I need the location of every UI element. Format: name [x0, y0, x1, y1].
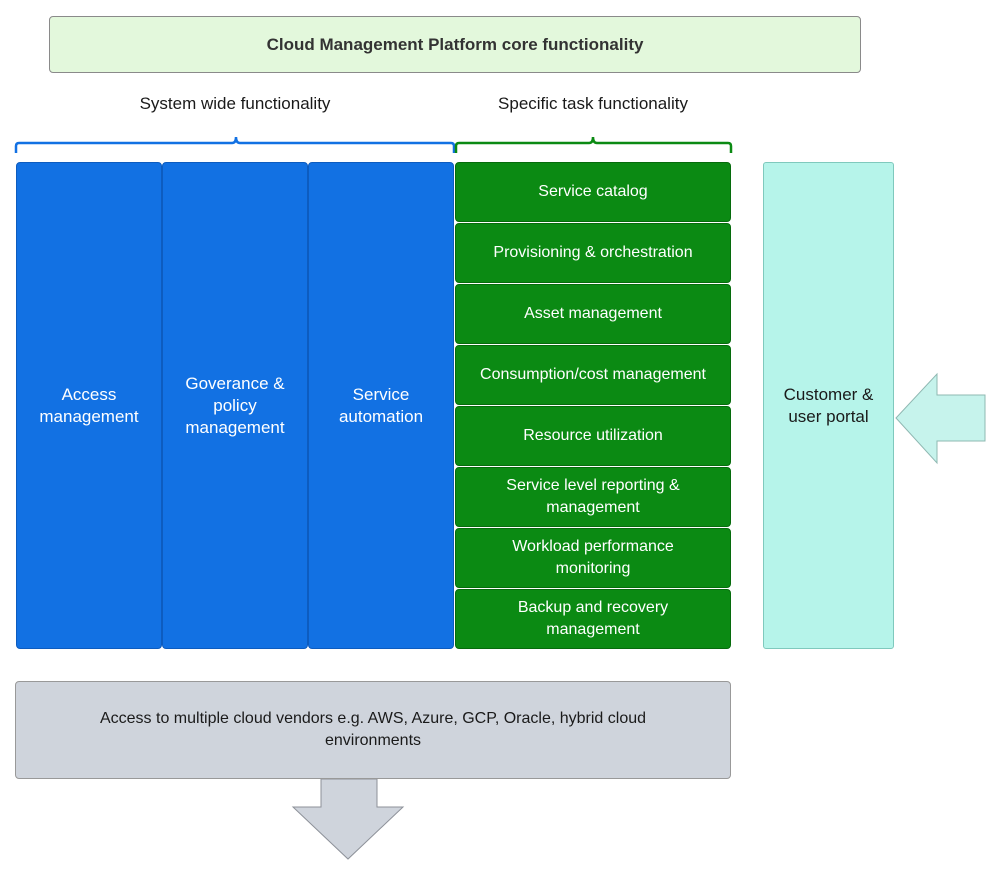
- asset-management-cell: Asset management: [455, 284, 731, 344]
- access-management-column: Access management: [16, 162, 162, 649]
- customer-portal-box: Customer & user portal: [763, 162, 894, 649]
- backup-recovery-cell: Backup and recovery management: [455, 589, 731, 649]
- service-automation-column: Service automation: [308, 162, 454, 649]
- resource-utilization-cell: Resource utilization: [455, 406, 731, 466]
- platform-title: Cloud Management Platform core functiona…: [266, 34, 644, 54]
- system-wide-brace: [14, 136, 456, 153]
- vendors-down-arrow-icon: [291, 778, 405, 860]
- access-management-label: Access management: [39, 384, 139, 426]
- specific-task-brace: [454, 136, 733, 153]
- service-catalog-cell: Service catalog: [455, 162, 731, 222]
- provisioning-orchestration-label: Provisioning & orchestration: [493, 244, 693, 261]
- consumption-cost-cell: Consumption/cost management: [455, 345, 731, 405]
- cloud-vendors-box: Access to multiple cloud vendors e.g. AW…: [15, 681, 731, 779]
- asset-management-label: Asset management: [524, 305, 662, 322]
- provisioning-orchestration-cell: Provisioning & orchestration: [455, 223, 731, 283]
- service-level-reporting-cell: Service level reporting & management: [455, 467, 731, 527]
- system-wide-label: System wide functionality: [139, 94, 331, 113]
- consumption-cost-label: Consumption/cost management: [480, 366, 706, 383]
- resource-utilization-label: Resource utilization: [523, 427, 663, 444]
- portal-input-arrow-icon: [895, 372, 986, 465]
- workload-performance-label: Workload performance monitoring: [512, 538, 674, 577]
- governance-policy-label: Goverance & policy management: [185, 373, 285, 437]
- customer-portal-label: Customer & user portal: [783, 384, 874, 426]
- backup-recovery-label: Backup and recovery management: [517, 599, 669, 638]
- specific-task-label: Specific task functionality: [498, 94, 688, 113]
- cloud-vendors-label: Access to multiple cloud vendors e.g. AW…: [99, 710, 647, 749]
- workload-performance-cell: Workload performance monitoring: [455, 528, 731, 588]
- platform-title-box: Cloud Management Platform core functiona…: [49, 16, 861, 73]
- service-level-reporting-label: Service level reporting & management: [506, 477, 680, 516]
- service-catalog-label: Service catalog: [538, 183, 648, 200]
- governance-policy-column: Goverance & policy management: [162, 162, 308, 649]
- service-automation-label: Service automation: [338, 384, 424, 426]
